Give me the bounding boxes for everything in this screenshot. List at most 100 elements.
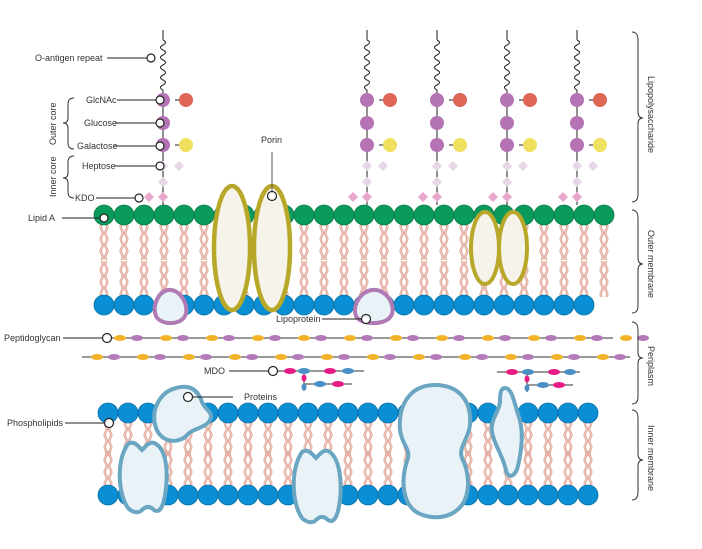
nam-unit (499, 335, 511, 341)
lipoprotein-shape (353, 287, 395, 326)
kdo-label: KDO (75, 193, 95, 203)
phospholipid-head (317, 402, 339, 424)
kdo (502, 192, 512, 202)
lipoprotein-shape (152, 287, 189, 326)
lipid-a-head (393, 204, 415, 226)
lipid-tail (343, 450, 353, 488)
heptose (432, 161, 442, 171)
phospholipid-head (493, 294, 515, 316)
glcnac-sugar (500, 93, 514, 107)
lipid-tail (179, 260, 189, 298)
mdo-left (275, 368, 364, 391)
inner-core-label: Inner core (48, 156, 58, 197)
lipid-a-head (573, 204, 595, 226)
periplasm-bracket: Periplasm (631, 321, 656, 405)
lipid-tail (439, 223, 449, 261)
heptose (362, 177, 372, 187)
lipid-tail (563, 419, 573, 457)
nam-unit (384, 354, 396, 360)
nag-unit (528, 335, 540, 341)
glcnac-branch (453, 93, 467, 107)
peripheral-protein (152, 384, 213, 443)
lipid-tail (539, 260, 549, 298)
nag-unit (206, 335, 218, 341)
lipid-tail (559, 223, 569, 261)
phospholipid-head (97, 484, 119, 506)
nag-unit (390, 335, 402, 341)
nam-unit (453, 335, 465, 341)
lipid-tail (543, 419, 553, 457)
galactose-label: Galactose (77, 141, 118, 151)
lipid-a-head (173, 204, 195, 226)
lipid-tail (543, 450, 553, 488)
glcnac-sugar (360, 93, 374, 107)
lipid-tail (299, 260, 309, 298)
phospholipid-head (473, 294, 495, 316)
outer-core-bracket: Outer core (48, 97, 75, 150)
phospholipid-head (573, 294, 595, 316)
lipid-a-head (373, 204, 395, 226)
porin-label: Porin (261, 135, 282, 145)
nag-unit (344, 335, 356, 341)
lipid-tail (339, 260, 349, 298)
galactose-branch (593, 138, 607, 152)
phospholipid-head (217, 402, 239, 424)
phospholipid-head (257, 402, 279, 424)
lipid-tail (243, 419, 253, 457)
glcnac-branch (179, 93, 193, 107)
nam-unit (430, 354, 442, 360)
phospholipid-head (193, 294, 215, 316)
glcnac-branch (523, 93, 537, 107)
lipid-tail (319, 260, 329, 298)
outer-membrane-bracket: Outer membrane (631, 209, 656, 314)
phospholipid-head (577, 484, 599, 506)
lipid-tail (343, 419, 353, 457)
lipid-tail (199, 223, 209, 261)
lps-chain (558, 30, 607, 205)
phospholipid-head (357, 484, 379, 506)
nam-unit (522, 354, 534, 360)
callout-marker (146, 53, 156, 63)
kdo (432, 192, 442, 202)
nam-unit (223, 335, 235, 341)
label-galactose: Galactose (77, 141, 165, 151)
nag-unit (482, 335, 494, 341)
lipid-tail (419, 260, 429, 298)
nag-unit (367, 354, 379, 360)
transmembrane-protein (117, 440, 169, 515)
inner-membrane-bracket: Inner membrane (631, 409, 656, 501)
phospholipids-label: Phospholipids (7, 418, 64, 428)
lipid-tail (579, 223, 589, 261)
o-antigen-repeat (434, 39, 440, 91)
phospholipid-head (257, 484, 279, 506)
transmembrane-protein (291, 448, 343, 525)
lipid-tail (223, 419, 233, 457)
galactose-sugar (500, 138, 514, 152)
heptose-branch (518, 161, 528, 171)
lipid-tail (459, 260, 469, 298)
lipid-tail (99, 223, 109, 261)
glucose-sugar (570, 116, 584, 130)
lipid-a-head (413, 204, 435, 226)
spindle-protein (489, 385, 524, 478)
phospholipid-head (93, 294, 115, 316)
nag-unit (252, 335, 264, 341)
phospholipid-head (477, 484, 499, 506)
peptidoglycan-layer (82, 335, 649, 360)
lipid-a-head (313, 204, 335, 226)
lipid-tail (243, 450, 253, 488)
label-o-antigen-repeat: O-antigen repeat (35, 53, 156, 63)
label-phospholipids: Phospholipids (7, 418, 105, 428)
phospholipid-head (237, 484, 259, 506)
glucose-sugar (430, 116, 444, 130)
nag-unit (436, 335, 448, 341)
lipid-tail (523, 419, 533, 457)
lipid-tail (159, 223, 169, 261)
phospholipid-head (313, 294, 335, 316)
phospholipid-head (537, 484, 559, 506)
lipid-a-head (353, 204, 375, 226)
phospholipid-head (557, 484, 579, 506)
lps-chain (488, 30, 537, 205)
nag-unit (321, 354, 333, 360)
